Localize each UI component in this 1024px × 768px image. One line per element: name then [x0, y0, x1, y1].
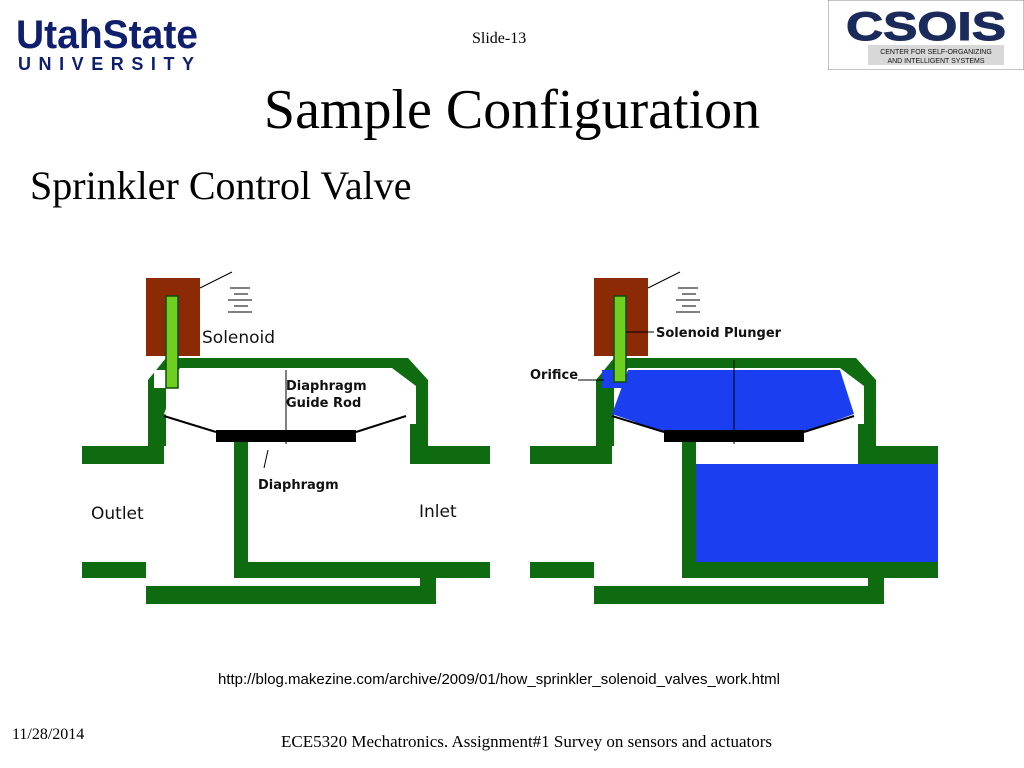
pipe-wall — [234, 440, 248, 562]
usu-logo-line1: UtahState — [16, 13, 198, 57]
water — [612, 370, 854, 432]
valve-diagram: Solenoid Diaphragm Guide Rod Diaphragm O… — [82, 271, 938, 604]
pipe-wall — [82, 562, 490, 604]
water — [696, 464, 938, 562]
footer-course: ECE5320 Mechatronics. Assignment#1 Surve… — [281, 732, 773, 751]
label-orifice: Orifice — [530, 368, 578, 383]
csois-logo-line2: AND INTELLIGENT SYSTEMS — [887, 58, 984, 65]
pipe-wall — [82, 358, 490, 464]
source-url: http://blog.makezine.com/archive/2009/01… — [218, 671, 780, 688]
pipe-wall — [682, 440, 696, 562]
label-guide-rod-1: Diaphragm — [286, 379, 367, 394]
solenoid-plunger — [165, 295, 179, 389]
slide-title: Sample Configuration — [263, 79, 761, 141]
csois-logo-name: CSOIS — [846, 5, 1006, 49]
footer-date: 11/28/2014 — [12, 726, 85, 743]
label-solenoid-plunger: Solenoid Plunger — [656, 326, 782, 341]
pipe-wall — [530, 358, 938, 464]
label-guide-rod-2: Guide Rod — [286, 396, 361, 411]
csois-logo-line1: CENTER FOR SELF-ORGANIZING — [880, 49, 992, 56]
label-inlet: Inlet — [419, 502, 457, 522]
pipe-wall — [234, 562, 420, 578]
pipe-wall — [682, 562, 868, 578]
slide-number: Slide-13 — [472, 30, 527, 47]
pipe-wall — [530, 562, 938, 604]
label-diaphragm: Diaphragm — [258, 478, 339, 493]
csois-logo: CSOIS CENTER FOR SELF-ORGANIZING AND INT… — [828, 0, 1024, 70]
valve-open: Solenoid Plunger Orifice — [530, 271, 938, 604]
slide-subtitle: Sprinkler Control Valve — [30, 163, 412, 208]
usu-logo-line2: UNIVERSITY — [18, 54, 194, 74]
utah-state-university-logo: UtahState UNIVERSITY — [16, 13, 198, 74]
solenoid-plunger — [613, 295, 627, 383]
label-outlet: Outlet — [91, 504, 144, 524]
label-solenoid: Solenoid — [202, 328, 275, 348]
valve-closed: Solenoid Diaphragm Guide Rod Diaphragm O… — [82, 271, 490, 604]
